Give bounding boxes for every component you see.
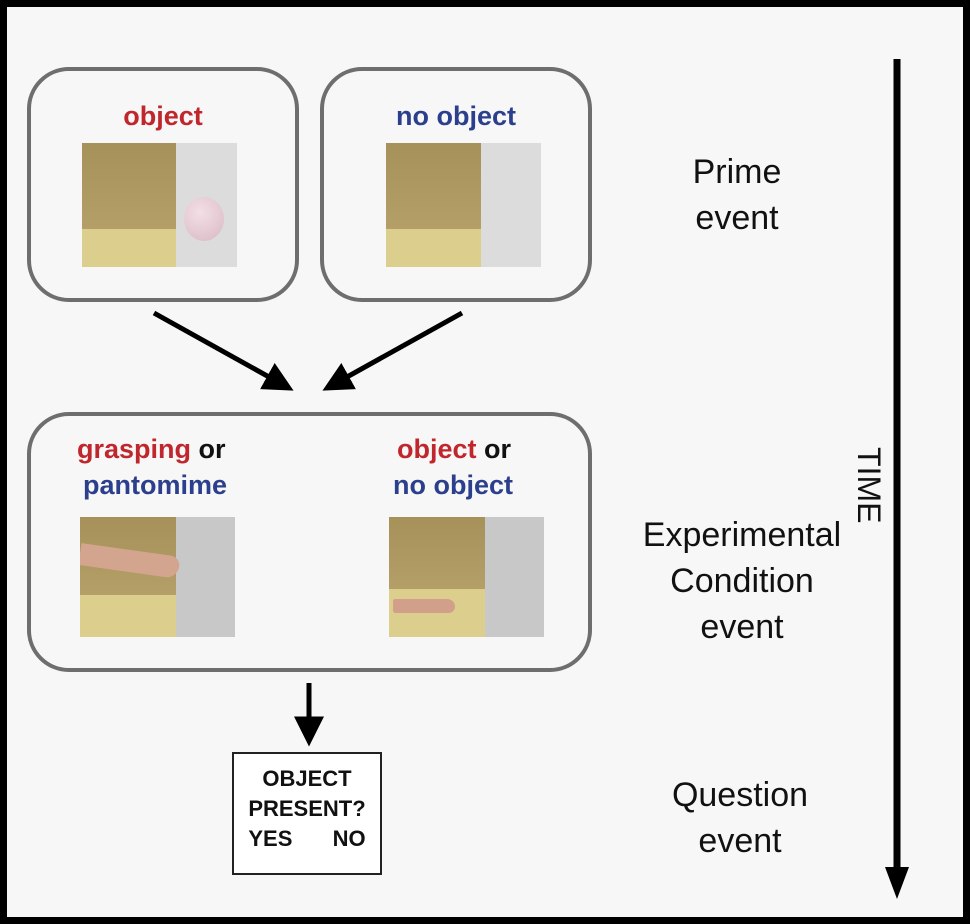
question-line2: PRESENT? xyxy=(248,796,366,821)
condition-event-label: Experimental Condition event xyxy=(642,516,842,646)
prime-object-image xyxy=(82,143,237,267)
question-answers: YES NO xyxy=(234,824,380,854)
time-axis-arrowhead xyxy=(885,867,909,899)
grasping-image xyxy=(80,517,235,637)
prime-object-box: object xyxy=(27,67,299,302)
pantomime-image xyxy=(389,517,544,637)
question-box: OBJECT PRESENT? YES NO xyxy=(232,752,382,875)
prime-event-label: Prime event xyxy=(692,153,782,237)
pantomime-label: pantomime xyxy=(83,470,228,500)
condition-left-line1: grasping or xyxy=(77,434,226,465)
question-event-label: Question event xyxy=(671,776,809,860)
or-label-right: or xyxy=(484,434,512,464)
prime-no-object-box: no object xyxy=(320,67,592,302)
arrows-layer xyxy=(152,59,909,899)
object-label: object xyxy=(397,434,477,464)
no-label: NO xyxy=(332,826,366,851)
question-line1: OBJECT xyxy=(262,766,352,791)
time-label: TIME xyxy=(851,447,887,524)
arrow-left-to-condition xyxy=(152,310,294,391)
arrow-right-to-condition xyxy=(322,310,464,391)
prime-no-object-label: no object xyxy=(396,101,516,131)
no-object-label: no object xyxy=(393,470,513,500)
condition-right-line1: object or xyxy=(397,434,511,465)
diagram-frame: object no object grasping or pantomime o… xyxy=(7,7,963,917)
yes-label: YES xyxy=(248,826,293,851)
prime-object-label: object xyxy=(123,101,203,131)
or-label-left: or xyxy=(198,434,226,464)
condition-box: grasping or pantomime object or no objec… xyxy=(27,412,592,672)
prime-no-object-image xyxy=(386,143,541,267)
grasping-label: grasping xyxy=(77,434,192,464)
